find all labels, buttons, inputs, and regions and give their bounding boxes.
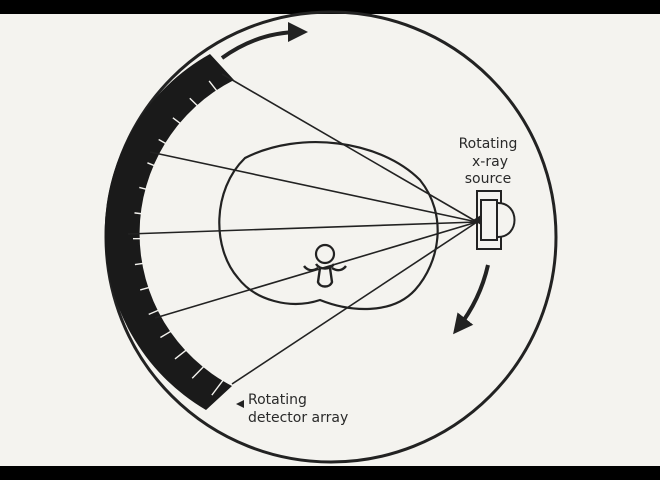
detector-label-line-1: Rotating: [248, 392, 307, 408]
detector-element-dividers: [133, 80, 226, 396]
source-label-line-1: Rotating: [459, 136, 518, 152]
fan-beam-line: [149, 151, 478, 223]
detector-divider: [134, 212, 157, 217]
detector-array: [104, 54, 234, 410]
letterbox-bottom: [0, 466, 660, 480]
detector-divider: [174, 344, 193, 360]
fan-beam-line: [221, 73, 478, 223]
detector-label-line-2: detector array: [248, 410, 348, 426]
source-label-line-2: x-ray: [472, 154, 508, 170]
x-ray-fan-beams: [127, 73, 478, 385]
detector-divider: [189, 97, 206, 115]
vertebra-icon: [303, 243, 347, 288]
detector-divider: [134, 260, 157, 266]
top-rotation-arrow: [220, 22, 308, 60]
detector-divider: [211, 377, 226, 396]
source-label-line-3: source: [465, 171, 512, 187]
bottom-rotation-arrow: [453, 264, 490, 335]
detector-divider: [191, 362, 209, 379]
fan-beam-line: [154, 221, 478, 319]
detector-divider: [160, 325, 180, 339]
detector-divider: [208, 80, 224, 99]
letterbox-top: [0, 0, 660, 14]
detector-divider: [158, 138, 179, 151]
detector-divider: [147, 162, 169, 172]
detector-divider: [148, 305, 170, 316]
x-ray-source-icon: [473, 190, 516, 250]
fan-beam-line: [127, 221, 478, 235]
detector-divider: [140, 283, 162, 291]
fan-beam-line: [231, 221, 478, 385]
detector-label-pointer: [236, 400, 244, 408]
detector-divider: [139, 186, 161, 194]
detector-divider: [172, 117, 191, 132]
patient-body-outline: [218, 141, 439, 311]
